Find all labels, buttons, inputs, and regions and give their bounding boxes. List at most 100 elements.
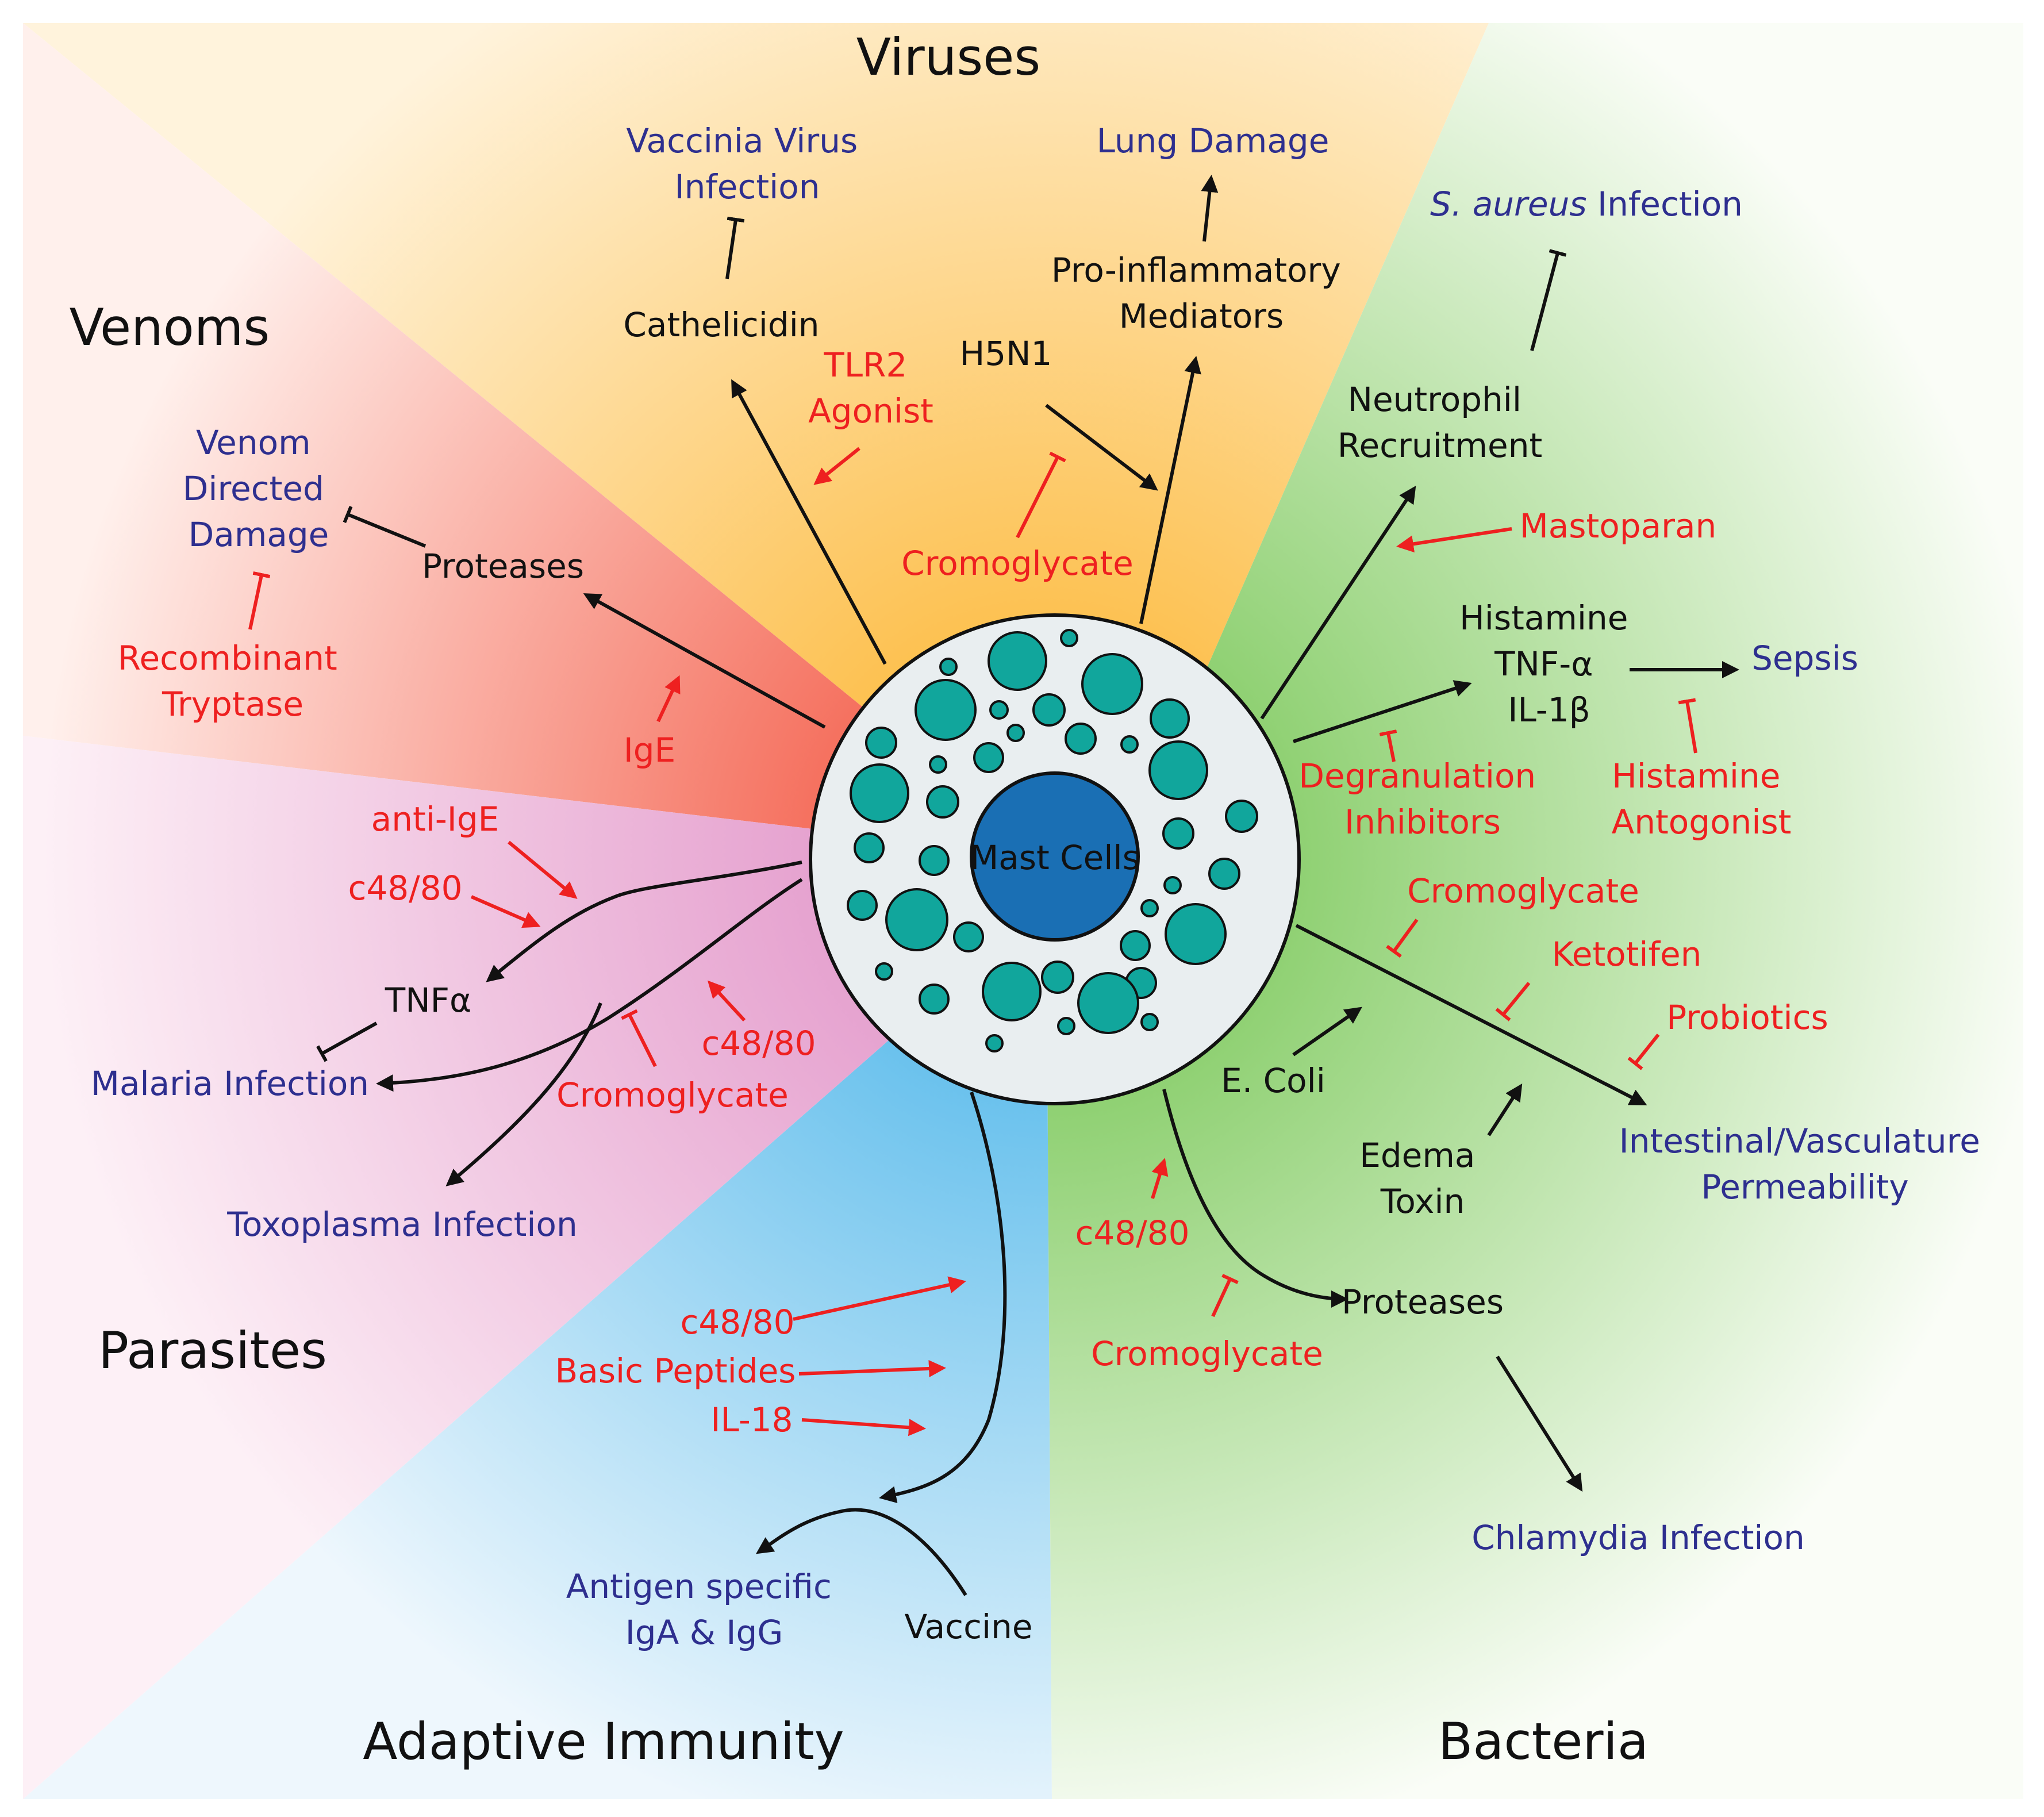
vaccine-label: Vaccine xyxy=(904,1607,1032,1646)
granule xyxy=(1165,903,1227,965)
c48-80-bacteria-label: c48/80 xyxy=(1075,1213,1189,1253)
neutrophil-line-2: Recruitment xyxy=(1338,426,1542,465)
arrow-cell-to-proteases-venom xyxy=(583,593,826,729)
arrow-c48-80-adaptive xyxy=(793,1276,966,1321)
adaptive-immunity-title: Adaptive Immunity xyxy=(363,1712,844,1771)
arrow-cell-to-histamine xyxy=(1293,680,1472,743)
granule xyxy=(973,742,1004,773)
permeability-label: Intestinal/Vasculature Permeability xyxy=(1619,1121,1991,1207)
proteases-venom-label: Proteases xyxy=(422,547,584,586)
granule xyxy=(1032,693,1066,727)
arrow-c48-80-parasite-a xyxy=(470,895,541,928)
ige-label: IgE xyxy=(624,731,676,770)
arrow-ige xyxy=(656,675,681,723)
proinflammatory-line-2: Mediators xyxy=(1119,297,1284,336)
c48-80-parasite-b-label: c48/80 xyxy=(701,1024,816,1063)
antigen-line-2: IgA & IgG xyxy=(625,1613,783,1652)
saureus-infection-text: Infection xyxy=(1587,185,1743,224)
granule xyxy=(988,631,1047,691)
cromoglycate-bacteria-b-label: Cromoglycate xyxy=(1091,1334,1323,1373)
arrow-h5n1 xyxy=(1045,404,1158,491)
c48-80-parasite-a-label: c48/80 xyxy=(348,869,462,908)
venom-damage-label: Venom Directed Damage xyxy=(183,423,335,554)
venom-damage-line-3: Damage xyxy=(189,515,329,554)
arrow-cell-to-malaria xyxy=(376,878,803,1092)
bacteria-sector xyxy=(1046,23,2023,1799)
granule xyxy=(1208,858,1240,890)
inhibit-ketotifen xyxy=(1495,982,1531,1021)
histamine-antagonist-label: Histamine Antogonist xyxy=(1612,756,1792,842)
permeability-line-1: Intestinal/Vasculature xyxy=(1619,1121,1980,1161)
granule xyxy=(847,890,878,921)
granule xyxy=(1077,972,1139,1034)
granule xyxy=(1148,740,1208,800)
granule xyxy=(1081,653,1143,715)
chlamydia-label: Chlamydia Infection xyxy=(1471,1518,1805,1557)
granule xyxy=(919,984,950,1015)
degranulation-line-1: Degranulation xyxy=(1298,756,1536,796)
arrow-cell-to-mediators xyxy=(1139,356,1201,624)
inhibit-cromoglycate-bacteria-a xyxy=(1386,919,1419,958)
granule xyxy=(1225,800,1258,833)
recombinant-tryptase-label: Recombinant Tryptase xyxy=(118,639,348,724)
arrow-cell-to-proteases-bacteria xyxy=(1162,1089,1348,1308)
malaria-label: Malaria Infection xyxy=(91,1064,369,1103)
arrow-tlr2-agonist xyxy=(813,447,860,485)
cromoglycate-bacteria-a-label: Cromoglycate xyxy=(1407,871,1639,911)
vaccinia-line-1: Vaccinia Virus xyxy=(626,121,858,160)
granule xyxy=(919,845,950,876)
granule xyxy=(1162,817,1194,850)
inhibit-neutrophil-saureus xyxy=(1530,249,1567,351)
basic-peptides-label: Basic Peptides xyxy=(555,1351,796,1390)
edema-toxin-label: Edema Toxin xyxy=(1359,1136,1486,1221)
granule xyxy=(1057,1017,1075,1035)
proinflammatory-line-1: Pro-inflammatory xyxy=(1051,251,1341,290)
antigen-line-1: Antigen specific xyxy=(566,1567,832,1606)
vaccinia-line-2: Infection xyxy=(675,167,820,206)
inhibit-tnf-malaria xyxy=(316,1021,378,1062)
granule xyxy=(915,679,977,741)
granule xyxy=(885,888,948,951)
mastoparan-label: Mastoparan xyxy=(1520,506,1717,546)
recombinant-line-1: Recombinant xyxy=(118,639,337,678)
inhibit-cromoglycate-bacteria-b xyxy=(1211,1273,1239,1317)
tlr2-line-1: TLR2 xyxy=(823,345,907,385)
mediator-histamine: Histamine xyxy=(1459,598,1628,637)
anti-ige-label: anti-IgE xyxy=(371,800,500,839)
granule xyxy=(926,785,959,819)
granule xyxy=(865,727,897,759)
mast-cells-label: Mast Cells xyxy=(970,838,1140,877)
granule xyxy=(1140,1013,1159,1031)
bacteria-title: Bacteria xyxy=(1438,1712,1649,1771)
inhibit-histamine-antagonist xyxy=(1678,698,1697,754)
il18-label: IL-18 xyxy=(710,1400,793,1439)
cromoglycate-virus-label: Cromoglycate xyxy=(901,544,1134,583)
mast-cell: Mast Cells xyxy=(809,613,1301,1105)
granule xyxy=(1120,735,1139,754)
granule xyxy=(1140,899,1159,917)
saureus-species: S. aureus xyxy=(1430,185,1587,224)
inhibit-cromoglycate-parasite xyxy=(621,1009,657,1067)
arrow-mastoparan xyxy=(1396,527,1512,553)
arrow-il18 xyxy=(801,1418,926,1436)
ecoli-label: E. Coli xyxy=(1221,1061,1325,1100)
inhibit-cathelicidin-vaccinia xyxy=(725,216,745,279)
proteases-bacteria-label: Proteases xyxy=(1342,1282,1504,1322)
neutrophil-label: Neutrophil Recruitment xyxy=(1338,380,1542,465)
lung-damage-label: Lung Damage xyxy=(1097,121,1330,160)
edema-line-2: Toxin xyxy=(1380,1182,1465,1221)
c48-80-adaptive-label: c48/80 xyxy=(680,1303,794,1342)
granule xyxy=(1065,723,1097,755)
venom-damage-line-2: Directed xyxy=(183,469,324,508)
arrow-cell-to-adaptive xyxy=(879,1092,1007,1503)
mediator-il1: IL-1β xyxy=(1508,690,1590,729)
granule xyxy=(985,1034,1004,1052)
arrow-cell-to-neutrophil xyxy=(1260,485,1416,720)
sepsis-label: Sepsis xyxy=(1751,639,1858,678)
granule xyxy=(953,921,984,952)
inhibit-probiotics xyxy=(1627,1034,1660,1070)
tlr2-line-2: Agonist xyxy=(808,391,933,431)
recombinant-line-2: Tryptase xyxy=(162,685,303,724)
arrow-anti-ige xyxy=(508,840,578,899)
